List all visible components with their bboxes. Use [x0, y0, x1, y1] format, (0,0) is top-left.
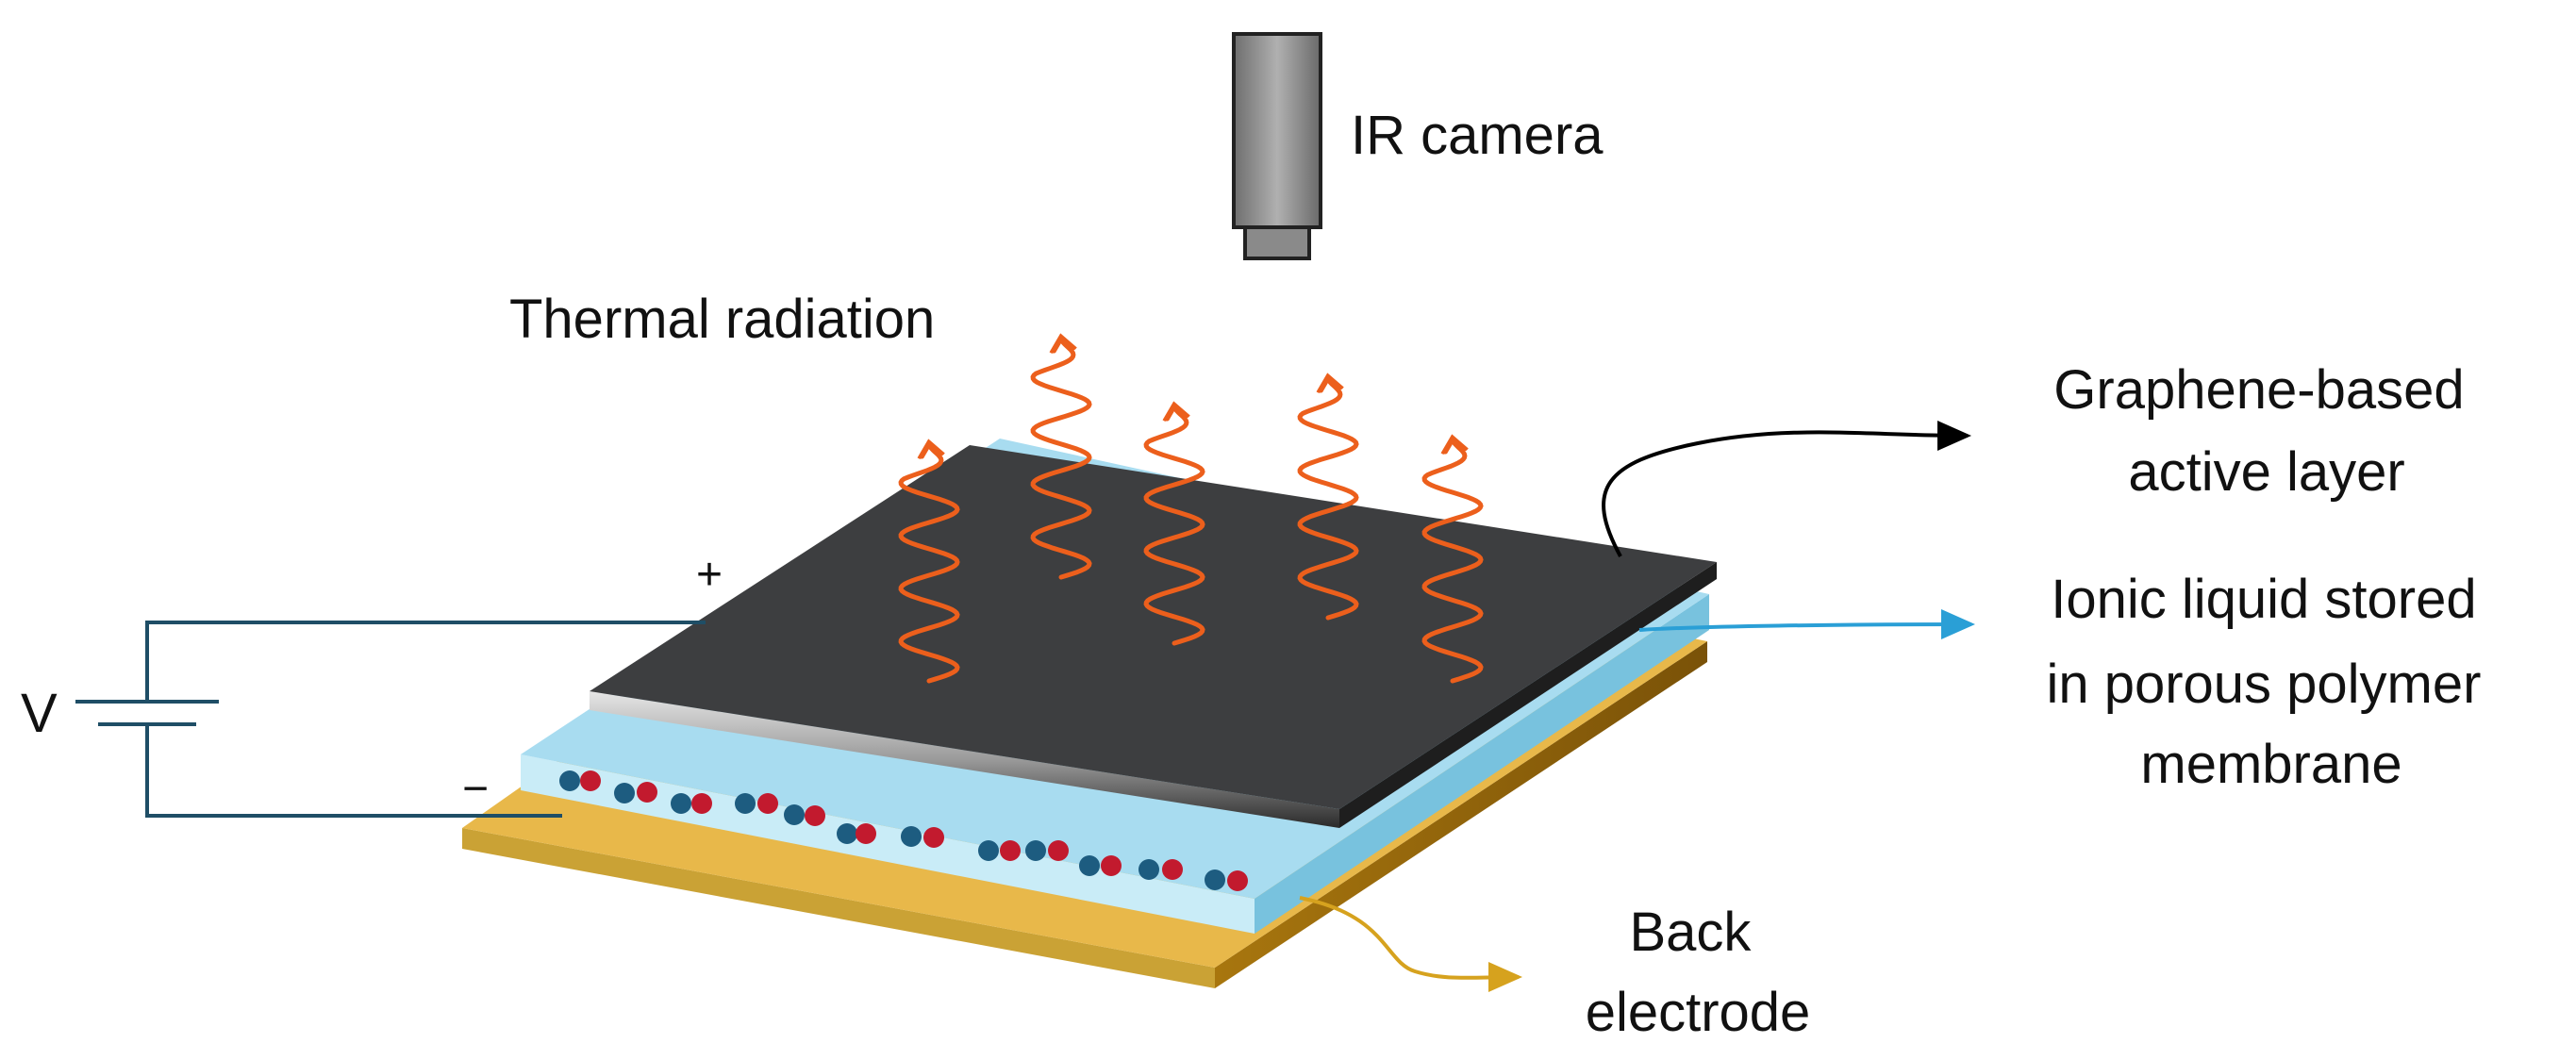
- ion-blue: [1138, 859, 1159, 880]
- ionic-liquid-arrow: [1638, 609, 1975, 640]
- plus-sign: +: [696, 550, 723, 600]
- ion-red: [1162, 859, 1183, 880]
- ion-blue: [901, 826, 922, 847]
- radiation-wave: [1030, 338, 1092, 580]
- ion-blue: [784, 804, 805, 825]
- active-layer-arrow: [1602, 420, 1971, 557]
- ion-blue: [1079, 855, 1100, 876]
- ion-red: [637, 782, 657, 803]
- ion-red: [856, 823, 876, 844]
- radiation-wave: [1297, 377, 1359, 621]
- ionic-liquid-label: Ionic liquid stored in porous polymer me…: [2046, 569, 2496, 795]
- ir-camera-label: IR camera: [1351, 105, 1604, 166]
- ion-red: [1000, 840, 1021, 861]
- ion-red: [805, 805, 825, 826]
- thermal-radiation-waves: [898, 338, 1484, 684]
- ion-blue: [1025, 840, 1046, 861]
- ion-blue: [978, 840, 999, 861]
- ion-pairs: [559, 770, 1248, 891]
- ion-red: [691, 793, 712, 814]
- ion-red: [923, 827, 944, 848]
- minus-sign: −: [462, 764, 489, 814]
- ion-blue: [735, 793, 756, 814]
- ion-red: [1048, 840, 1069, 861]
- ion-blue: [837, 823, 857, 844]
- back-electrode-label: Back electrode: [1586, 902, 1811, 1043]
- ion-blue: [671, 793, 691, 814]
- active-layer-label: Graphene-based active layer: [2053, 359, 2479, 503]
- ir-camera-icon: [1232, 32, 1322, 260]
- radiation-wave: [1143, 406, 1205, 646]
- radiation-wave: [898, 443, 960, 684]
- ion-blue: [1205, 870, 1225, 890]
- ion-blue: [614, 783, 635, 803]
- back-electrode-arrow: [1299, 896, 1522, 993]
- voltage-label: V: [21, 683, 58, 744]
- thermal-radiation-label: Thermal radiation: [509, 289, 935, 350]
- ion-red: [757, 793, 778, 814]
- ion-red: [1101, 855, 1122, 876]
- ion-blue: [559, 770, 580, 791]
- ion-red: [580, 770, 601, 791]
- graphene-active-layer: [590, 445, 1717, 828]
- ion-red: [1227, 870, 1248, 891]
- voltage-source: [75, 621, 706, 818]
- radiation-wave: [1421, 439, 1484, 684]
